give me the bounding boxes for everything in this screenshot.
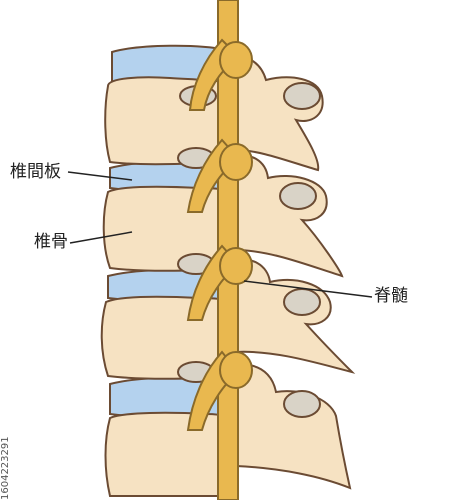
process-4	[226, 363, 352, 490]
label-vertebral-body: 椎骨	[34, 232, 68, 252]
stock-id: 1604223291	[0, 436, 11, 500]
leader-spinal-cord	[243, 280, 373, 298]
label-intervertebral-disc: 椎間板	[10, 162, 61, 182]
spinal-cord	[186, 0, 253, 501]
leader-lines	[67, 171, 373, 298]
leader-vertebra	[69, 231, 133, 244]
leader-disc	[67, 171, 133, 181]
posterior-elements	[224, 55, 356, 490]
label-spinal-cord: 脊髄	[374, 286, 408, 306]
process-3	[226, 258, 356, 374]
process-2	[226, 154, 344, 278]
vertebra-4	[104, 411, 237, 497]
